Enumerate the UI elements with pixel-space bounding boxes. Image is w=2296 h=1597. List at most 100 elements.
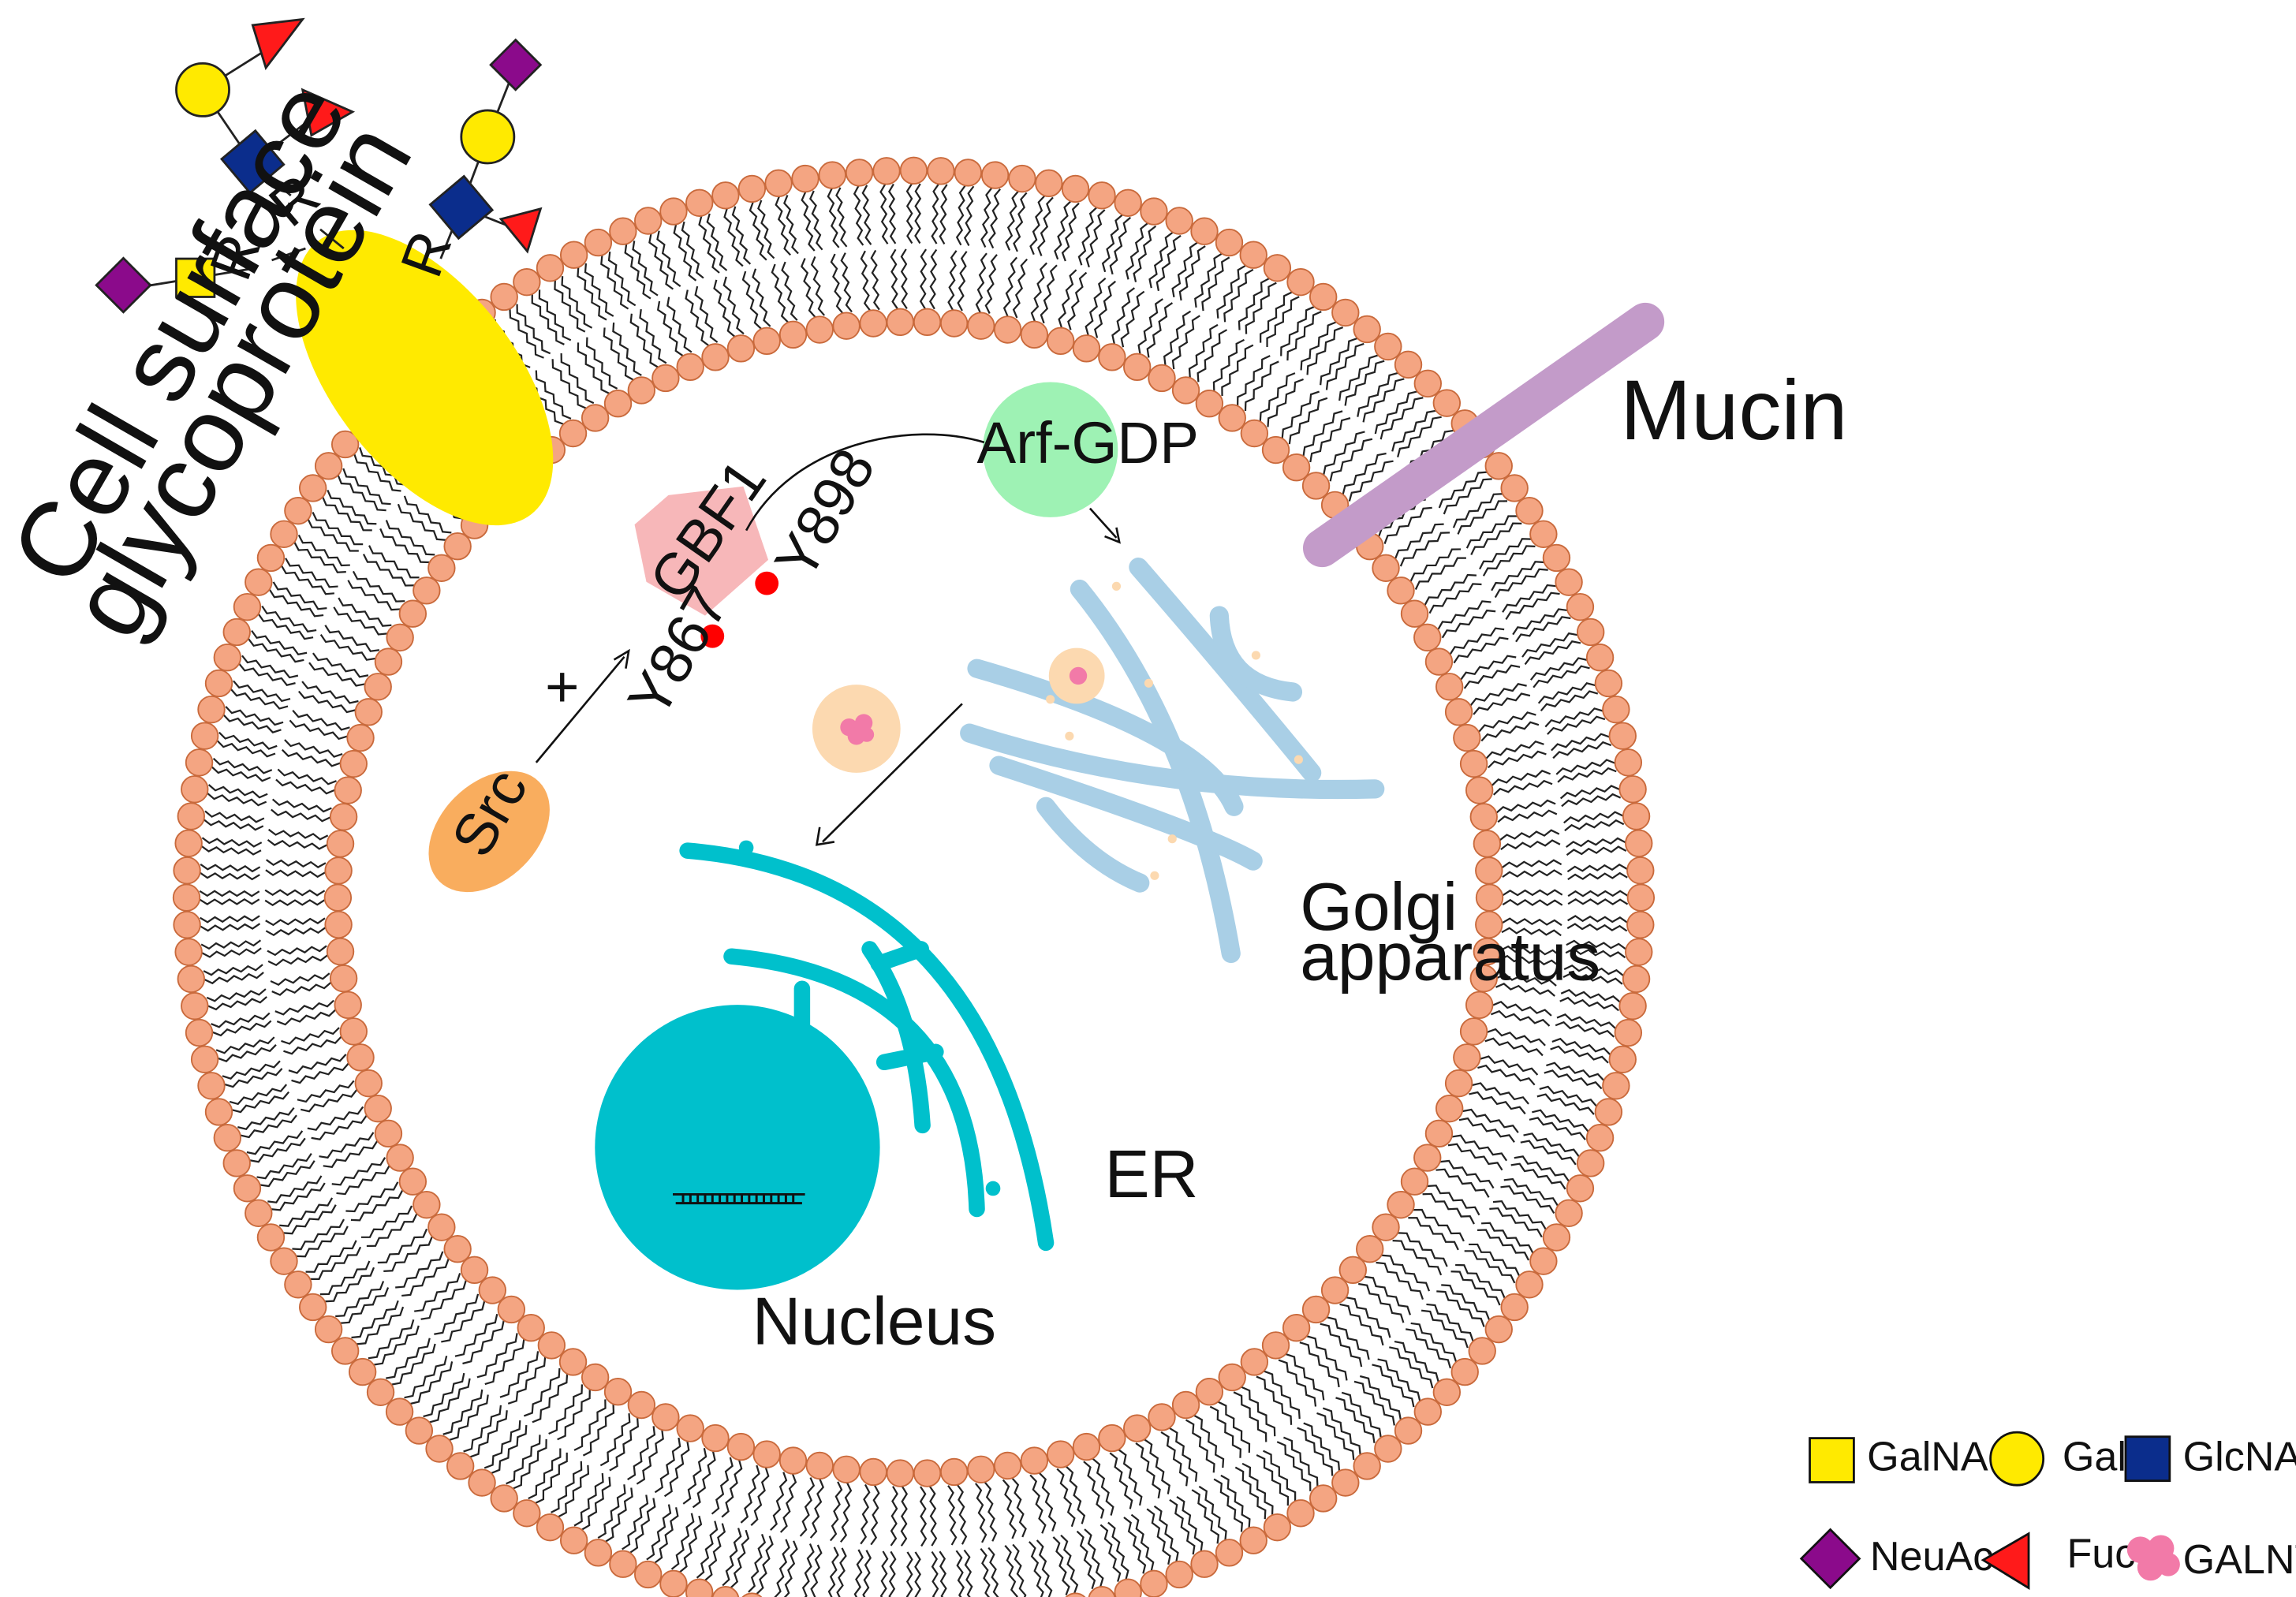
lipid-tail	[1012, 258, 1029, 319]
lipid-tail	[1094, 280, 1117, 338]
lipid-tail	[1218, 1401, 1251, 1453]
lipid-tail	[200, 864, 261, 873]
lipid-head	[1468, 1337, 1496, 1365]
lipid-head	[711, 181, 740, 210]
lipid-tail	[1552, 741, 1612, 759]
lipid-head	[1372, 1213, 1400, 1241]
lipid-head	[1413, 623, 1442, 652]
lipid-tail	[1524, 640, 1581, 666]
lipid-head	[1618, 775, 1647, 804]
lipid-head	[845, 159, 874, 187]
lipid-head	[1473, 937, 1502, 966]
lipid-head	[1263, 1513, 1292, 1542]
lipid-tail	[271, 808, 330, 823]
lipid-head	[197, 1072, 226, 1100]
lipid-tail	[312, 512, 364, 546]
lipid-tail	[551, 359, 587, 409]
lipid-tail	[1539, 1085, 1597, 1107]
lipid-head	[581, 1363, 610, 1392]
lipid-tail	[237, 1107, 295, 1130]
lipid-tail	[713, 279, 736, 338]
lipid-tail	[1120, 290, 1145, 348]
lipid-head	[326, 830, 355, 858]
lipid-head	[558, 1348, 588, 1376]
lipid-head	[213, 644, 241, 672]
lipid-tail	[268, 589, 324, 618]
gbf1-node	[634, 486, 769, 616]
lipid-head	[284, 496, 312, 525]
lipid-tail	[1160, 1431, 1189, 1487]
lipid-tail	[1153, 1505, 1179, 1562]
lipid-tail	[573, 1399, 607, 1451]
lipid-head	[685, 188, 714, 217]
lipid-tail	[740, 1465, 760, 1524]
lipid-tail	[888, 1550, 897, 1597]
lipid-tail	[1469, 1243, 1521, 1277]
lipid-head	[1413, 369, 1442, 398]
phospho-site-y867	[700, 624, 725, 648]
lipid-tail	[599, 1413, 631, 1467]
legend-label: GlcNAc	[2183, 1435, 2296, 1480]
lipid-head	[832, 1455, 861, 1483]
lipid-tail	[879, 1550, 889, 1597]
nucleus	[595, 1005, 880, 1290]
lipid-tail	[827, 1547, 839, 1597]
lipid-tail	[1346, 1297, 1391, 1338]
lipid-tail	[723, 208, 744, 267]
lipid-tail	[351, 1300, 399, 1339]
lipid-tail	[1171, 241, 1198, 298]
lipid-head	[1625, 938, 1653, 966]
lipid-tail	[409, 1361, 454, 1405]
lipid-tail	[224, 1068, 283, 1088]
lipid-head	[330, 430, 360, 459]
lipid-head	[1555, 1199, 1583, 1227]
lipid-head	[859, 1457, 887, 1487]
lipid-tail	[1058, 269, 1077, 328]
lipid-head	[886, 1459, 914, 1487]
lipid-tail	[919, 1486, 928, 1547]
lipid-head	[174, 829, 203, 857]
lipid-tail	[1011, 1477, 1027, 1538]
lipid-tail	[1188, 323, 1219, 378]
lipid-tail	[757, 200, 775, 259]
lipid-tail	[1377, 1358, 1421, 1401]
lipid-tail	[1406, 1328, 1452, 1369]
lipid-head	[1484, 452, 1513, 480]
lipid-tail	[271, 1182, 326, 1211]
lipid-head	[1020, 1446, 1049, 1475]
lipid-tail	[241, 655, 299, 679]
lipid-tail	[1209, 1405, 1241, 1458]
lipid-tail	[386, 1338, 431, 1379]
lipid-tail	[1394, 523, 1444, 559]
lipid-head	[1394, 350, 1423, 379]
lipid-tail	[955, 185, 966, 246]
lipid-tail	[1484, 1037, 1544, 1057]
lipid-tail	[1502, 869, 1562, 879]
lipid-tail	[225, 706, 284, 726]
lipid-head	[1453, 723, 1481, 752]
lipid-tail	[801, 1543, 815, 1597]
lipid-tail	[1567, 915, 1628, 923]
lipid-head	[173, 856, 201, 885]
lipid-head	[324, 910, 353, 939]
lipid-head	[1400, 1167, 1429, 1196]
lipid-tail	[1447, 1143, 1503, 1171]
lipid-head	[741, 1592, 763, 1597]
lipid-head	[1602, 1072, 1630, 1100]
lipid-tail	[1452, 493, 1503, 528]
legend-label: Gal	[2063, 1435, 2126, 1480]
lipid-tail	[1533, 665, 1590, 688]
lipid-head	[334, 991, 362, 1020]
lipid-tail	[331, 1157, 386, 1186]
lipid-tail	[352, 570, 405, 603]
lipid-tail	[397, 503, 446, 541]
lipid-head	[676, 353, 704, 382]
lipid-tail	[483, 1420, 521, 1469]
lipid-tail	[229, 1084, 288, 1106]
lipid-tail	[513, 1438, 547, 1490]
lipid-tail	[636, 1430, 664, 1485]
lipid-head	[299, 474, 327, 502]
lipid-head	[1475, 856, 1503, 885]
golgi-apparatus	[960, 558, 1385, 964]
fuc-triangle	[251, 17, 305, 70]
